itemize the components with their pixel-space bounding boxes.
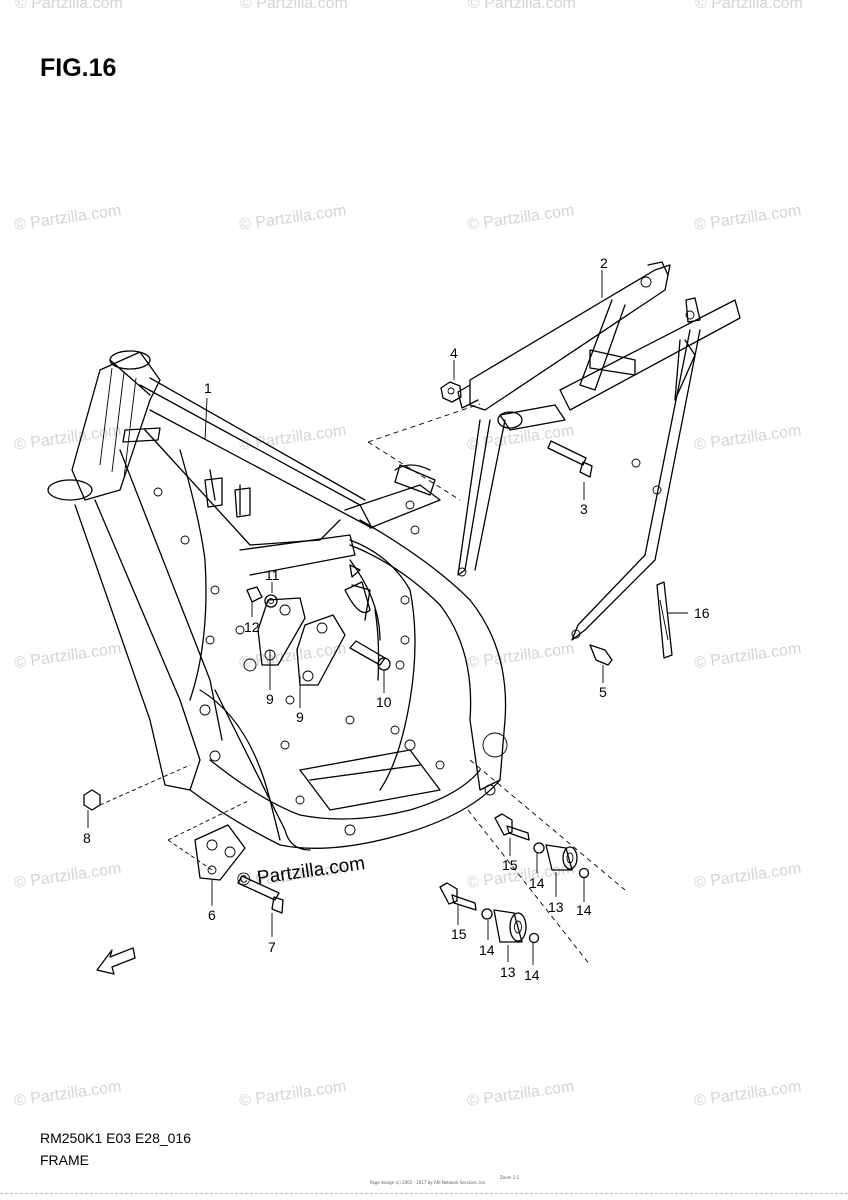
watermark: © Partzilla.com xyxy=(13,1078,122,1110)
figure-title: FIG.16 xyxy=(40,54,117,82)
engine-plate-6 xyxy=(167,799,251,881)
callout-12: 12 xyxy=(244,619,260,635)
callout-14a: 14 xyxy=(529,875,545,891)
bottom-divider xyxy=(0,1193,848,1194)
chain-roller-lower xyxy=(439,882,540,944)
watermark: © Partzilla.com xyxy=(240,0,348,12)
callout-13a: 13 xyxy=(548,899,564,915)
callout-2: 2 xyxy=(600,255,608,271)
watermark: © Partzilla.com xyxy=(693,202,802,234)
callout-14c: 14 xyxy=(479,942,495,958)
watermark: © Partzilla.com xyxy=(13,640,122,672)
washers-11-12 xyxy=(246,586,278,608)
watermark: © Partzilla.com xyxy=(13,860,122,892)
watermark: © Partzilla.com xyxy=(238,640,347,672)
callout-5: 5 xyxy=(599,684,607,700)
credit-copyright: Page design (c) 2001 - 2017 by ARI Netwo… xyxy=(370,1180,487,1185)
figure-code: RM250K1 E03 E28_016 xyxy=(40,1130,191,1146)
callout-16: 16 xyxy=(694,605,710,621)
callout-10: 10 xyxy=(376,694,392,710)
watermark: © Partzilla.com xyxy=(238,1078,347,1110)
watermark: © Partzilla.com xyxy=(466,640,575,672)
callout-9b: 9 xyxy=(296,709,304,725)
nut-4 xyxy=(440,381,462,403)
fwd-arrow-icon: FWD xyxy=(96,947,136,975)
bolt-5 xyxy=(589,644,613,666)
callout-6: 6 xyxy=(208,907,216,923)
copyright-icon: © xyxy=(236,868,252,890)
watermark: © Partzilla.com xyxy=(693,422,802,454)
callout-15a: 15 xyxy=(502,857,518,873)
callout-11: 11 xyxy=(265,567,280,583)
page-credit: Zoom 1:1 Page design (c) 2001 - 2017 by … xyxy=(370,1175,519,1185)
watermark: © Partzilla.com xyxy=(693,1078,802,1110)
watermark: © Partzilla.com xyxy=(15,0,123,12)
callout-1: 1 xyxy=(204,380,212,396)
credit-zoom: Zoom 1:1 xyxy=(500,1175,520,1180)
callout-labels: 1 2 3 4 5 6 7 8 9 9 10 11 12 13 13 14 14… xyxy=(83,255,710,983)
bolt-3 xyxy=(547,440,593,478)
watermark: © Partzilla.com xyxy=(238,202,347,234)
watermark: © Partzilla.com xyxy=(466,860,575,892)
chain-roller-upper xyxy=(467,759,626,966)
site-watermark-text: Partzilla.com xyxy=(256,853,367,889)
callout-4: 4 xyxy=(450,345,458,361)
watermark: © Partzilla.com xyxy=(13,202,122,234)
watermark: © Partzilla.com xyxy=(468,0,576,12)
callout-7: 7 xyxy=(268,939,276,955)
watermark: © Partzilla.com xyxy=(466,422,575,454)
callout-14b: 14 xyxy=(576,902,592,918)
watermark-grid: © Partzilla.com © Partzilla.com © Partzi… xyxy=(13,0,803,1110)
callout-3: 3 xyxy=(580,501,588,517)
main-frame xyxy=(47,350,508,851)
bolt-7 xyxy=(237,875,284,914)
strap-16 xyxy=(656,581,673,659)
callout-13b: 13 xyxy=(500,964,516,980)
rear-subframe xyxy=(367,261,741,641)
figure-name: FRAME xyxy=(40,1152,89,1168)
watermark: © Partzilla.com xyxy=(693,640,802,672)
callout-15b: 15 xyxy=(451,926,467,942)
nut-8 xyxy=(83,764,191,811)
leader-lines xyxy=(87,270,688,965)
callout-9a: 9 xyxy=(266,691,274,707)
watermark: © Partzilla.com xyxy=(13,422,122,454)
watermark: © Partzilla.com xyxy=(695,0,803,12)
callout-8: 8 xyxy=(83,830,91,846)
watermark: © Partzilla.com xyxy=(466,1078,575,1110)
watermark: © Partzilla.com xyxy=(466,202,575,234)
callout-14d: 14 xyxy=(524,967,540,983)
watermark: © Partzilla.com xyxy=(693,860,802,892)
